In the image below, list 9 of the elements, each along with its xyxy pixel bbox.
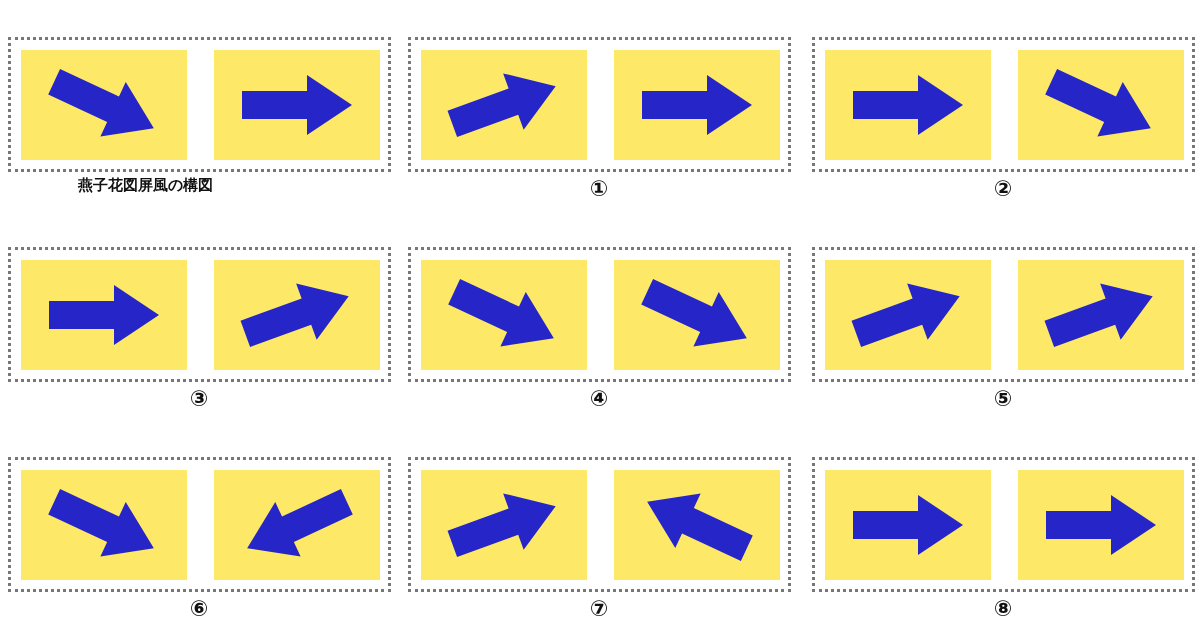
caption: 燕子花図屏風の構図 xyxy=(77,176,213,195)
circled-number: ③ xyxy=(189,386,209,411)
circled-number: ⑤ xyxy=(993,386,1013,411)
circled-number: ① xyxy=(589,176,609,201)
circled-number: ⑦ xyxy=(589,596,609,621)
circled-number: ⑧ xyxy=(993,596,1013,621)
circled-number: ② xyxy=(993,176,1013,201)
circled-number: ④ xyxy=(589,386,609,411)
circled-number: ⑥ xyxy=(189,596,209,621)
